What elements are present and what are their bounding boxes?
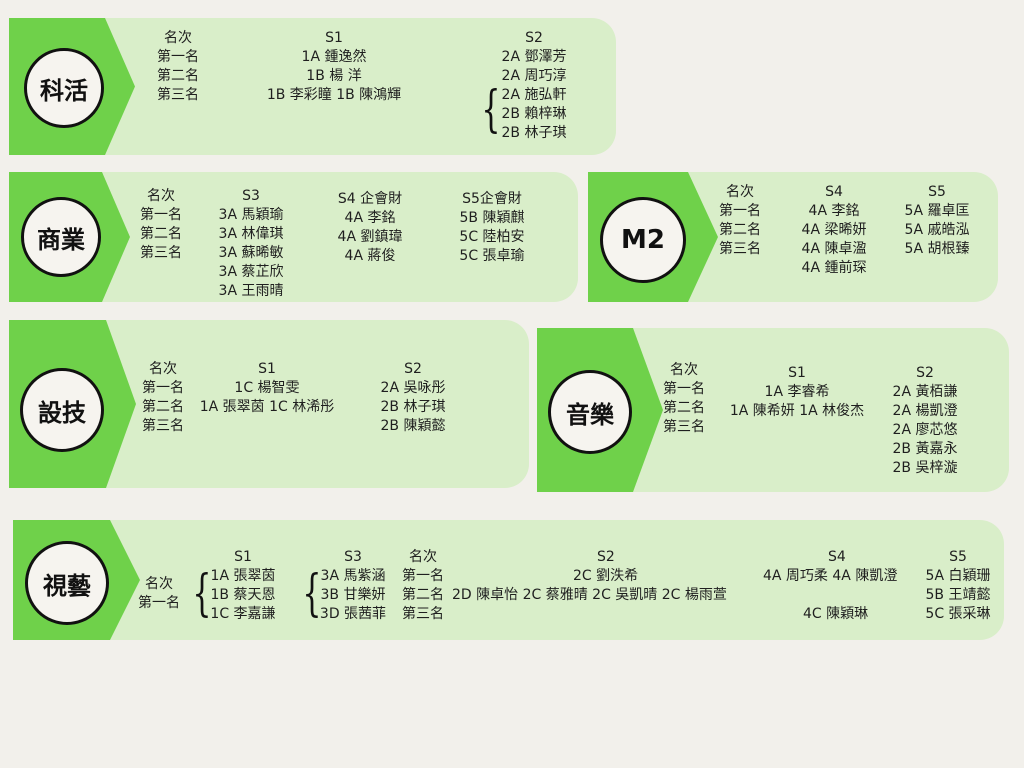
s4-title: S4: [828, 549, 846, 565]
s4-first: 4A 周巧柔 4A 陳凱澄: [763, 568, 898, 584]
category-m2: M2: [600, 197, 686, 283]
category-sheji: 設技: [20, 368, 104, 452]
brace: {: [481, 80, 501, 138]
category-shangye: 商業: [21, 197, 101, 277]
rank-column: 名次第一名第二名第三名: [157, 30, 199, 103]
s2-first: 2C 劉泆希: [573, 568, 639, 584]
s2-second: 2D 陳卓怡 2C 蔡雅晴 2C 吳凱晴 2C 楊雨萱: [452, 587, 727, 603]
category-kehuo: 科活: [24, 48, 104, 128]
rank-column: 名次第一名第二名第三名: [140, 188, 182, 261]
s4-third: 4C 陳穎琳: [803, 606, 869, 622]
rank-column-a: 名次第一名: [138, 576, 180, 611]
rank-column: 名次第一名第二名第三名: [142, 361, 184, 434]
brace: {: [192, 564, 212, 622]
category-shiyi: 視藝: [25, 541, 109, 625]
rank-column-b: 名次第一名第二名第三名: [402, 549, 444, 622]
rank-column: 名次第一名第二名第三名: [719, 184, 761, 257]
rank-column: 名次第一名第二名第三名: [663, 362, 705, 435]
s2-title: S2: [597, 549, 615, 565]
category-yinyue: 音樂: [548, 370, 632, 454]
brace: {: [302, 564, 322, 622]
